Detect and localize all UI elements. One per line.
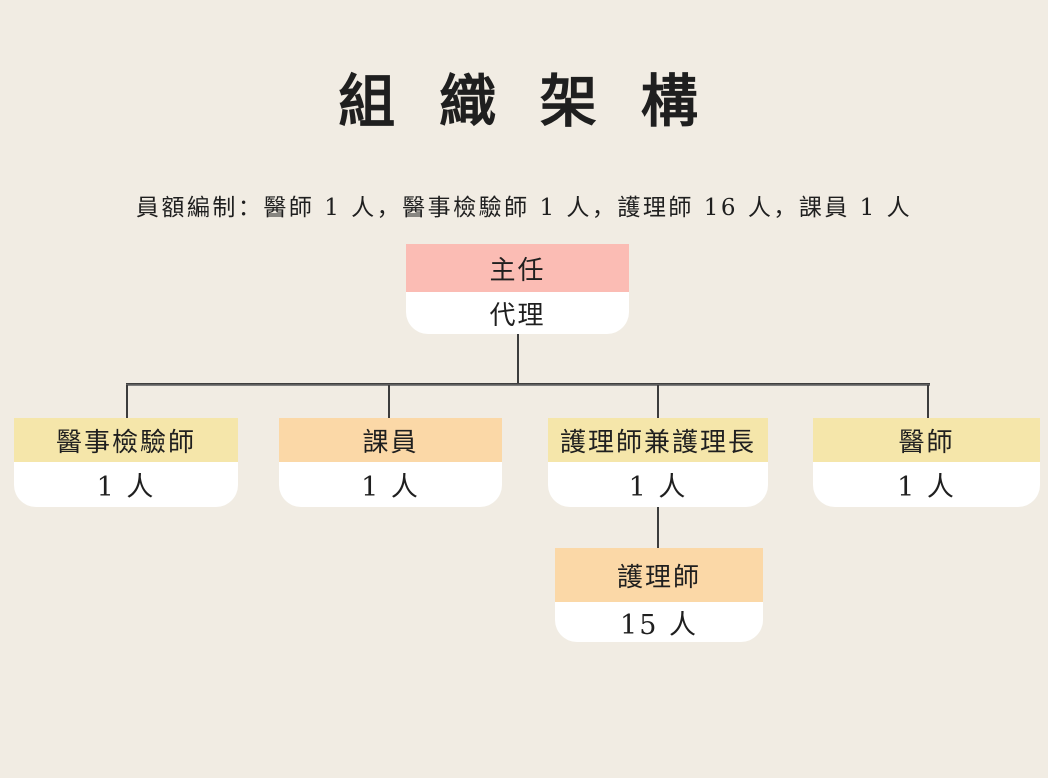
org-node-director: 主任 代理 — [406, 244, 629, 334]
org-node-head-nurse-title: 護理師兼護理長 — [548, 418, 768, 462]
connector-horizontal-bus — [126, 383, 930, 386]
org-node-clerk-title: 課員 — [279, 418, 502, 462]
org-node-physician: 醫師 1 人 — [813, 418, 1040, 507]
org-node-nurses-title: 護理師 — [555, 548, 763, 602]
org-node-clerk-count: 1 人 — [279, 462, 502, 507]
connector-drop-physician — [927, 385, 929, 418]
org-node-clerk: 課員 1 人 — [279, 418, 502, 507]
org-node-head-nurse-count: 1 人 — [548, 462, 768, 507]
org-node-director-subtitle: 代理 — [406, 292, 629, 334]
connector-drop-nurses — [657, 507, 659, 548]
org-node-medical-technologist-title: 醫事檢驗師 — [14, 418, 238, 462]
connector-root-vertical — [517, 334, 519, 384]
staffing-summary-text: 員額編制：醫師 1 人，醫事檢驗師 1 人，護理師 16 人，課員 1 人 — [135, 195, 913, 221]
connector-drop-clerk — [388, 385, 390, 418]
org-node-director-title: 主任 — [406, 244, 629, 292]
connector-drop-medical-technologist — [126, 385, 128, 418]
connector-drop-head-nurse — [657, 385, 659, 418]
org-node-medical-technologist: 醫事檢驗師 1 人 — [14, 418, 238, 507]
org-node-nurses-count: 15 人 — [555, 602, 763, 642]
page-title: 組 織 架 構 — [338, 68, 710, 135]
org-node-physician-title: 醫師 — [813, 418, 1040, 462]
org-node-medical-technologist-count: 1 人 — [14, 462, 238, 507]
org-node-head-nurse: 護理師兼護理長 1 人 — [548, 418, 768, 507]
org-node-nurses: 護理師 15 人 — [555, 548, 763, 642]
org-node-physician-count: 1 人 — [813, 462, 1040, 507]
